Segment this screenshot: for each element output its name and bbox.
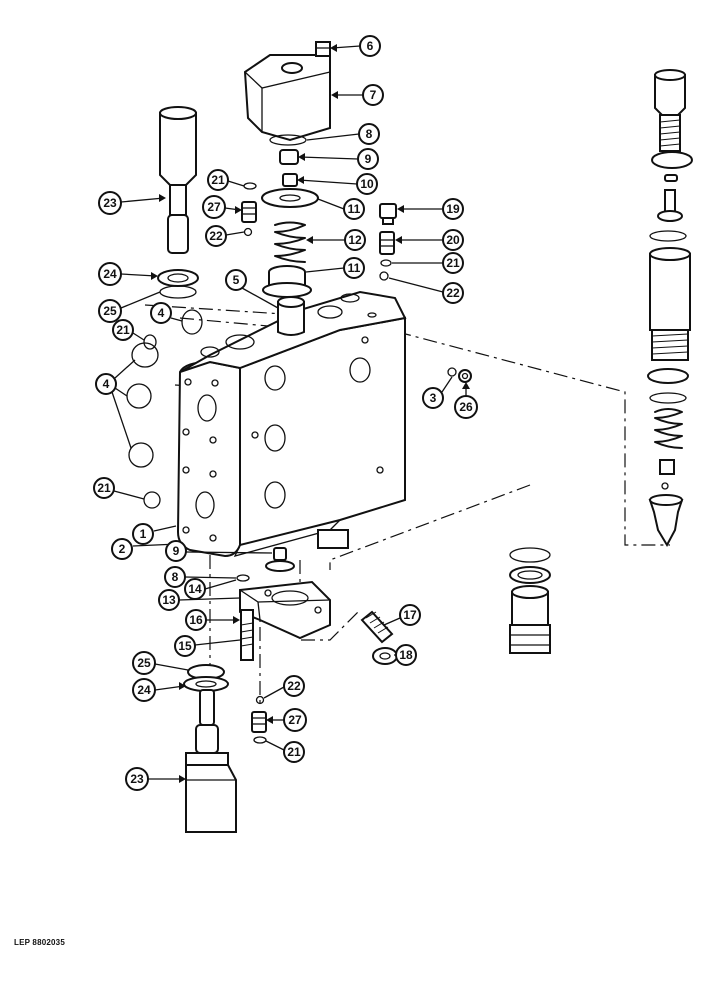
svg-text:26: 26 <box>459 400 473 414</box>
svg-text:7: 7 <box>370 88 377 102</box>
callout-9-upper: 9 <box>298 148 379 170</box>
svg-text:24: 24 <box>137 683 151 697</box>
callout-11-lower: 11 <box>305 257 365 279</box>
svg-text:22: 22 <box>209 229 223 243</box>
callout-26: 26 <box>454 382 478 419</box>
plug-stack <box>379 203 397 281</box>
svg-text:19: 19 <box>446 202 460 216</box>
svg-text:8: 8 <box>172 570 179 584</box>
svg-text:18: 18 <box>399 648 413 662</box>
small-parts-lower <box>241 182 267 744</box>
callout-15: 15 <box>174 635 241 657</box>
svg-text:27: 27 <box>288 713 302 727</box>
callout-19: 19 <box>397 198 464 220</box>
valve-body <box>176 290 407 558</box>
callout-27-bottom: 27 <box>266 708 307 732</box>
svg-text:4: 4 <box>103 377 110 391</box>
callout-17: 17 <box>383 604 421 626</box>
callout-22-bottom: 22 <box>263 675 305 699</box>
callout-21-left: 21 <box>93 477 145 500</box>
cartridge-assembly-right <box>647 69 693 548</box>
callout-20: 20 <box>395 229 464 251</box>
callout-25-upper: 25 <box>98 291 161 323</box>
figure-reference-code: LEP 8802035 <box>14 938 65 947</box>
svg-text:24: 24 <box>103 267 117 281</box>
svg-text:15: 15 <box>178 639 192 653</box>
callout-22-right: 22 <box>388 277 464 304</box>
callout-25-lower: 25 <box>132 651 189 675</box>
callout-24-lower: 24 <box>132 678 186 702</box>
svg-text:17: 17 <box>403 608 417 622</box>
callout-12: 12 <box>306 229 366 251</box>
callout-27-top: 27 <box>202 195 242 219</box>
callout-3: 3 <box>422 376 453 409</box>
svg-text:5: 5 <box>233 273 240 287</box>
svg-text:21: 21 <box>211 173 225 187</box>
svg-text:4: 4 <box>158 306 165 320</box>
svg-text:25: 25 <box>137 656 151 670</box>
svg-text:23: 23 <box>103 196 117 210</box>
callout-23-upper: 23 <box>98 191 166 215</box>
svg-text:21: 21 <box>287 745 301 759</box>
svg-text:9: 9 <box>365 152 372 166</box>
callout-21-top: 21 <box>207 169 245 191</box>
callout-16: 16 <box>185 609 240 631</box>
callouts: 1 2 3 4 4 5 <box>93 35 478 791</box>
svg-text:12: 12 <box>348 233 362 247</box>
svg-text:11: 11 <box>348 202 361 216</box>
svg-text:23: 23 <box>130 772 144 786</box>
flange-assembly <box>236 547 398 665</box>
svg-text:21: 21 <box>116 323 130 337</box>
svg-text:16: 16 <box>189 613 203 627</box>
callout-7: 7 <box>331 84 384 106</box>
callout-18: 18 <box>394 644 417 666</box>
callout-1: 1 <box>132 523 177 545</box>
callout-23-lower: 23 <box>125 767 186 791</box>
solenoid-stack <box>243 41 331 336</box>
callout-9-lower: 9 <box>165 540 273 562</box>
callout-21-right: 21 <box>392 252 464 274</box>
svg-text:6: 6 <box>367 39 374 53</box>
svg-text:27: 27 <box>207 200 221 214</box>
svg-text:2: 2 <box>119 542 126 556</box>
callout-22-top: 22 <box>205 225 245 247</box>
svg-text:1: 1 <box>140 527 147 541</box>
svg-text:11: 11 <box>348 261 361 275</box>
svg-text:20: 20 <box>446 233 460 247</box>
side-fittings <box>447 367 472 383</box>
callout-2: 2 <box>111 538 179 560</box>
callout-10: 10 <box>297 173 378 195</box>
callout-8-upper: 8 <box>306 123 380 145</box>
svg-text:22: 22 <box>446 286 460 300</box>
svg-text:13: 13 <box>162 593 176 607</box>
callout-4-left: 4 <box>95 359 136 449</box>
svg-text:3: 3 <box>430 391 437 405</box>
relief-valve-lower <box>183 664 237 833</box>
callout-11-upper: 11 <box>317 198 365 220</box>
svg-text:21: 21 <box>446 256 460 270</box>
callout-14: 14 <box>184 578 237 600</box>
plug-assembly-bottom <box>509 547 551 654</box>
svg-text:10: 10 <box>360 177 374 191</box>
callout-5: 5 <box>225 269 279 309</box>
svg-text:8: 8 <box>366 127 373 141</box>
svg-text:22: 22 <box>287 679 301 693</box>
svg-text:14: 14 <box>188 582 202 596</box>
callout-24-upper: 24 <box>98 262 158 286</box>
relief-valve-upper <box>157 106 199 299</box>
callout-21-bottom: 21 <box>265 740 305 763</box>
callout-13: 13 <box>158 589 241 611</box>
svg-text:9: 9 <box>173 544 180 558</box>
callout-4-upper: 4 <box>150 302 183 324</box>
callout-21-mid: 21 <box>112 319 145 341</box>
callout-6: 6 <box>330 35 381 57</box>
svg-text:25: 25 <box>103 304 117 318</box>
svg-text:21: 21 <box>97 481 111 495</box>
callout-8-lower: 8 <box>164 566 237 588</box>
